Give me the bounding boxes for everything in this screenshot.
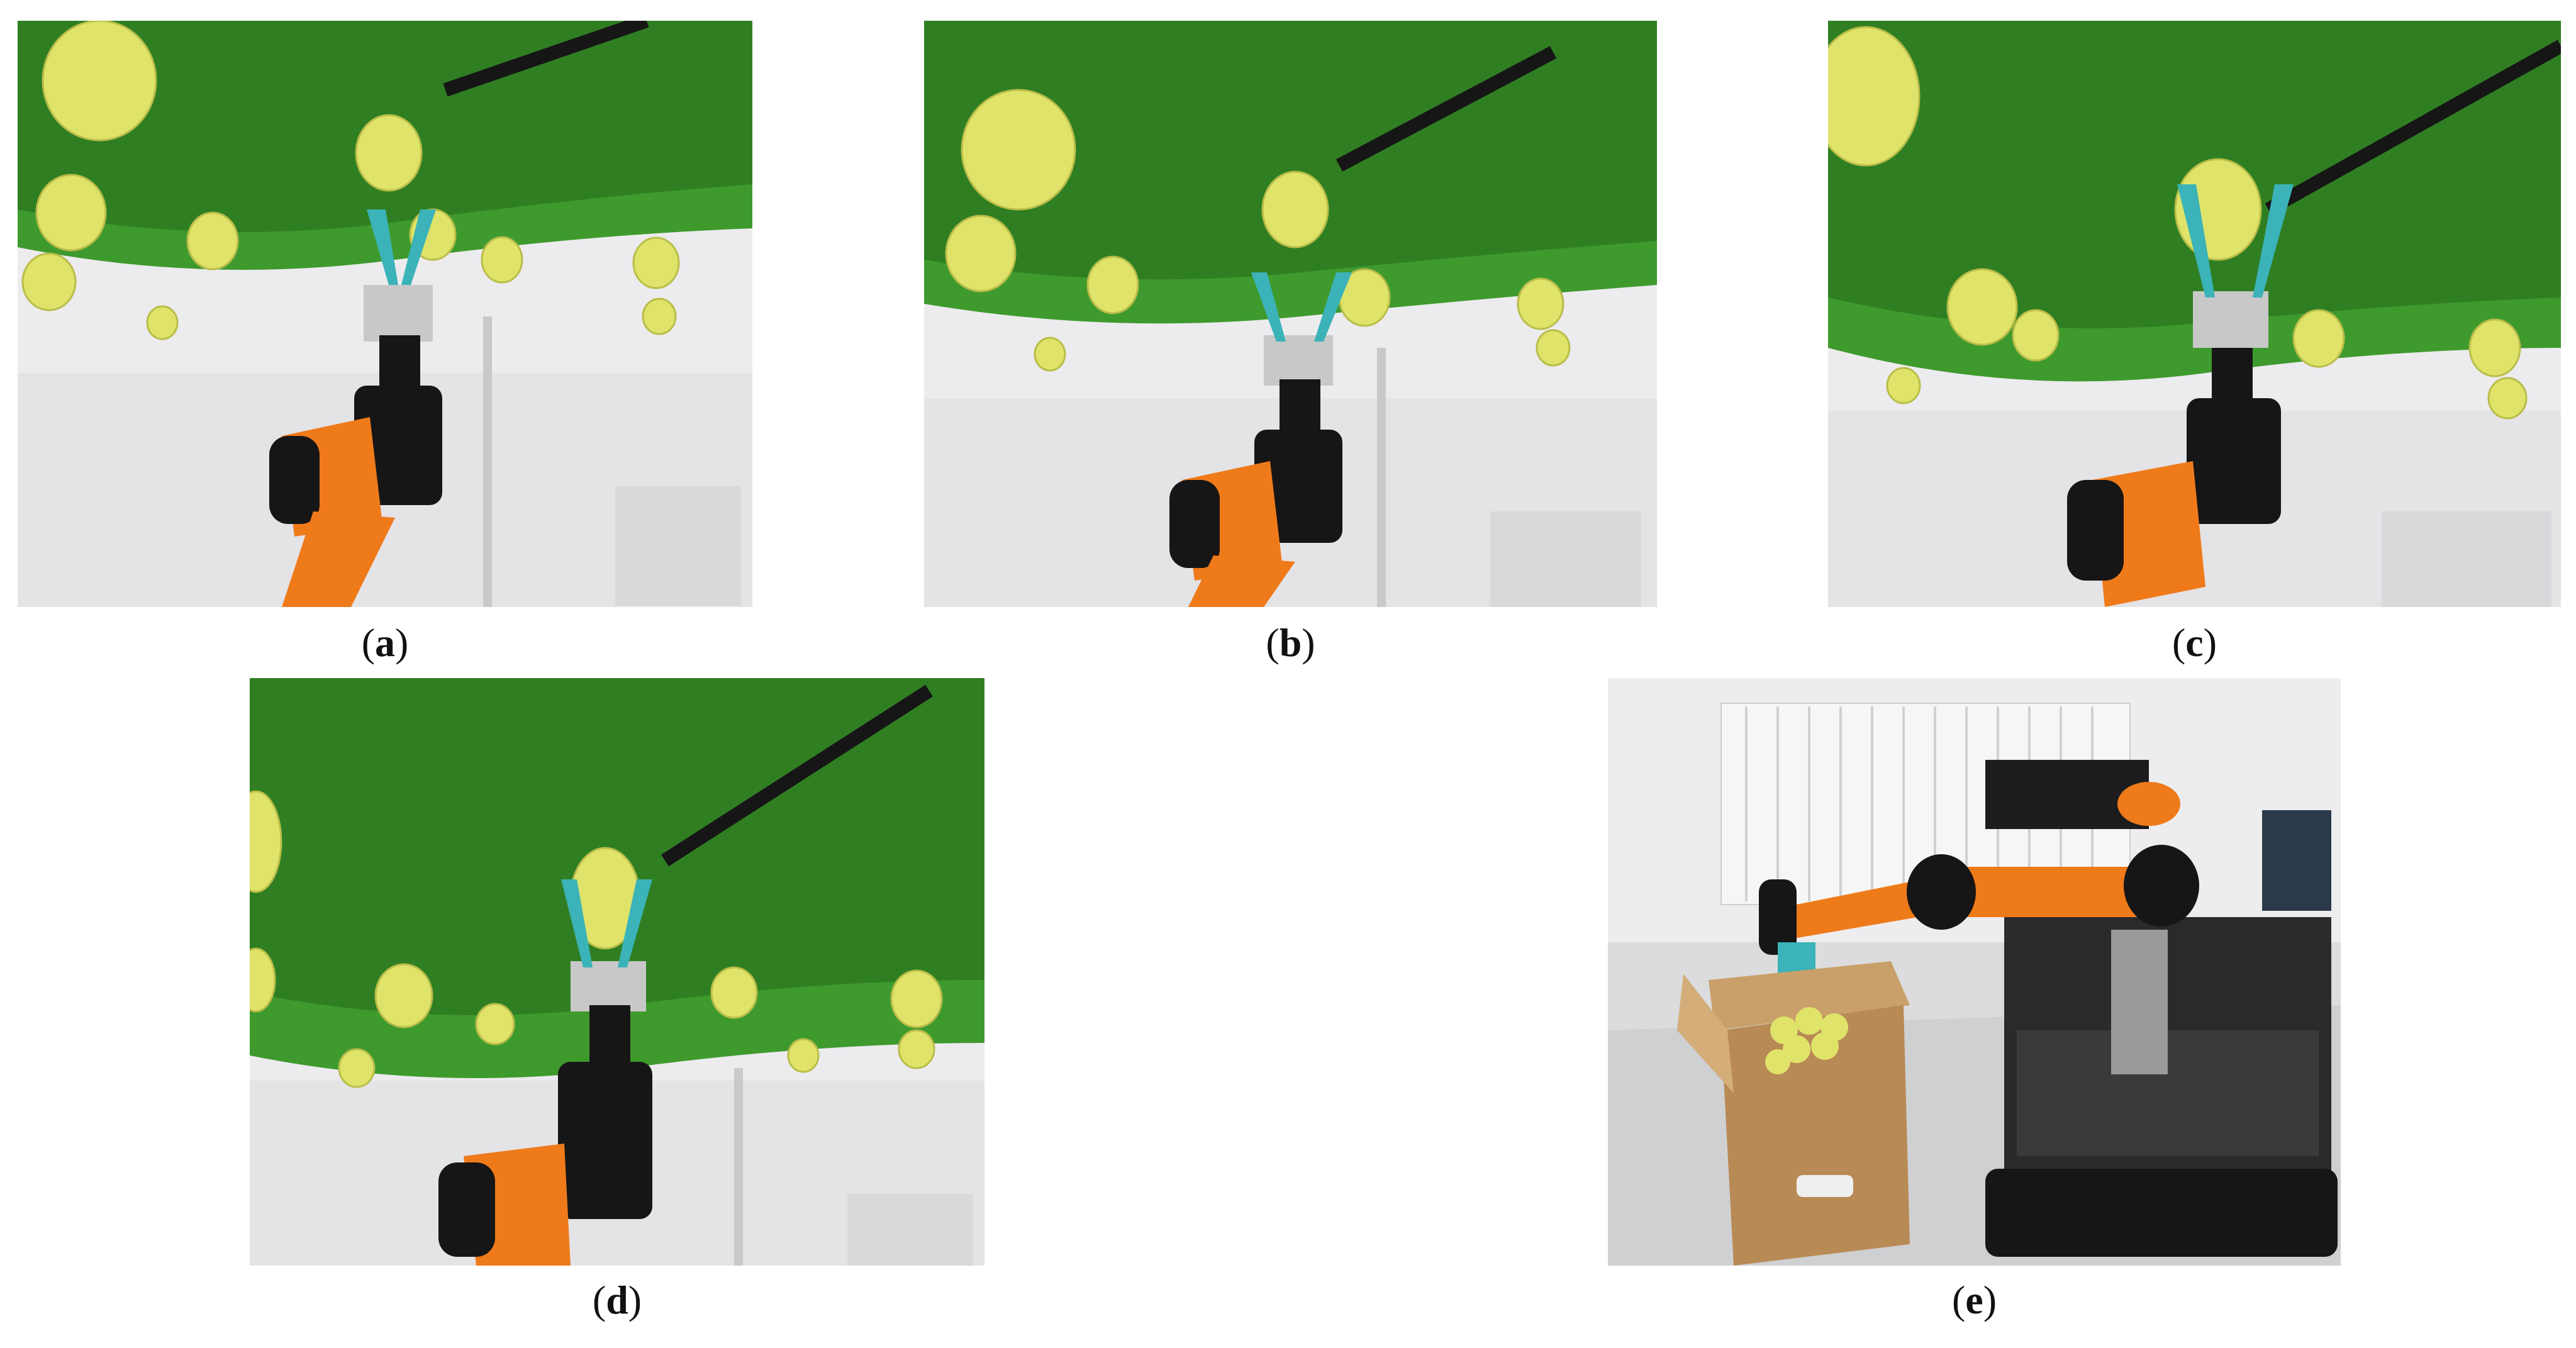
photo-panel-a xyxy=(18,21,752,607)
photo-panel-e xyxy=(1608,678,2341,1266)
scene-c xyxy=(1828,21,2561,607)
photo-panel-c xyxy=(1828,21,2561,607)
caption-c: (c) xyxy=(2172,620,2217,665)
caption-a: (a) xyxy=(361,620,409,665)
caption-e: (e) xyxy=(1951,1278,1997,1322)
photo-panel-d xyxy=(250,678,984,1266)
scene-e xyxy=(1608,678,2341,1266)
scene-a xyxy=(18,21,752,607)
caption-d: (d) xyxy=(592,1278,642,1322)
scene-d xyxy=(250,678,984,1266)
photo-panel-b xyxy=(924,21,1657,607)
scene-b xyxy=(924,21,1657,607)
caption-b: (b) xyxy=(1266,620,1315,665)
